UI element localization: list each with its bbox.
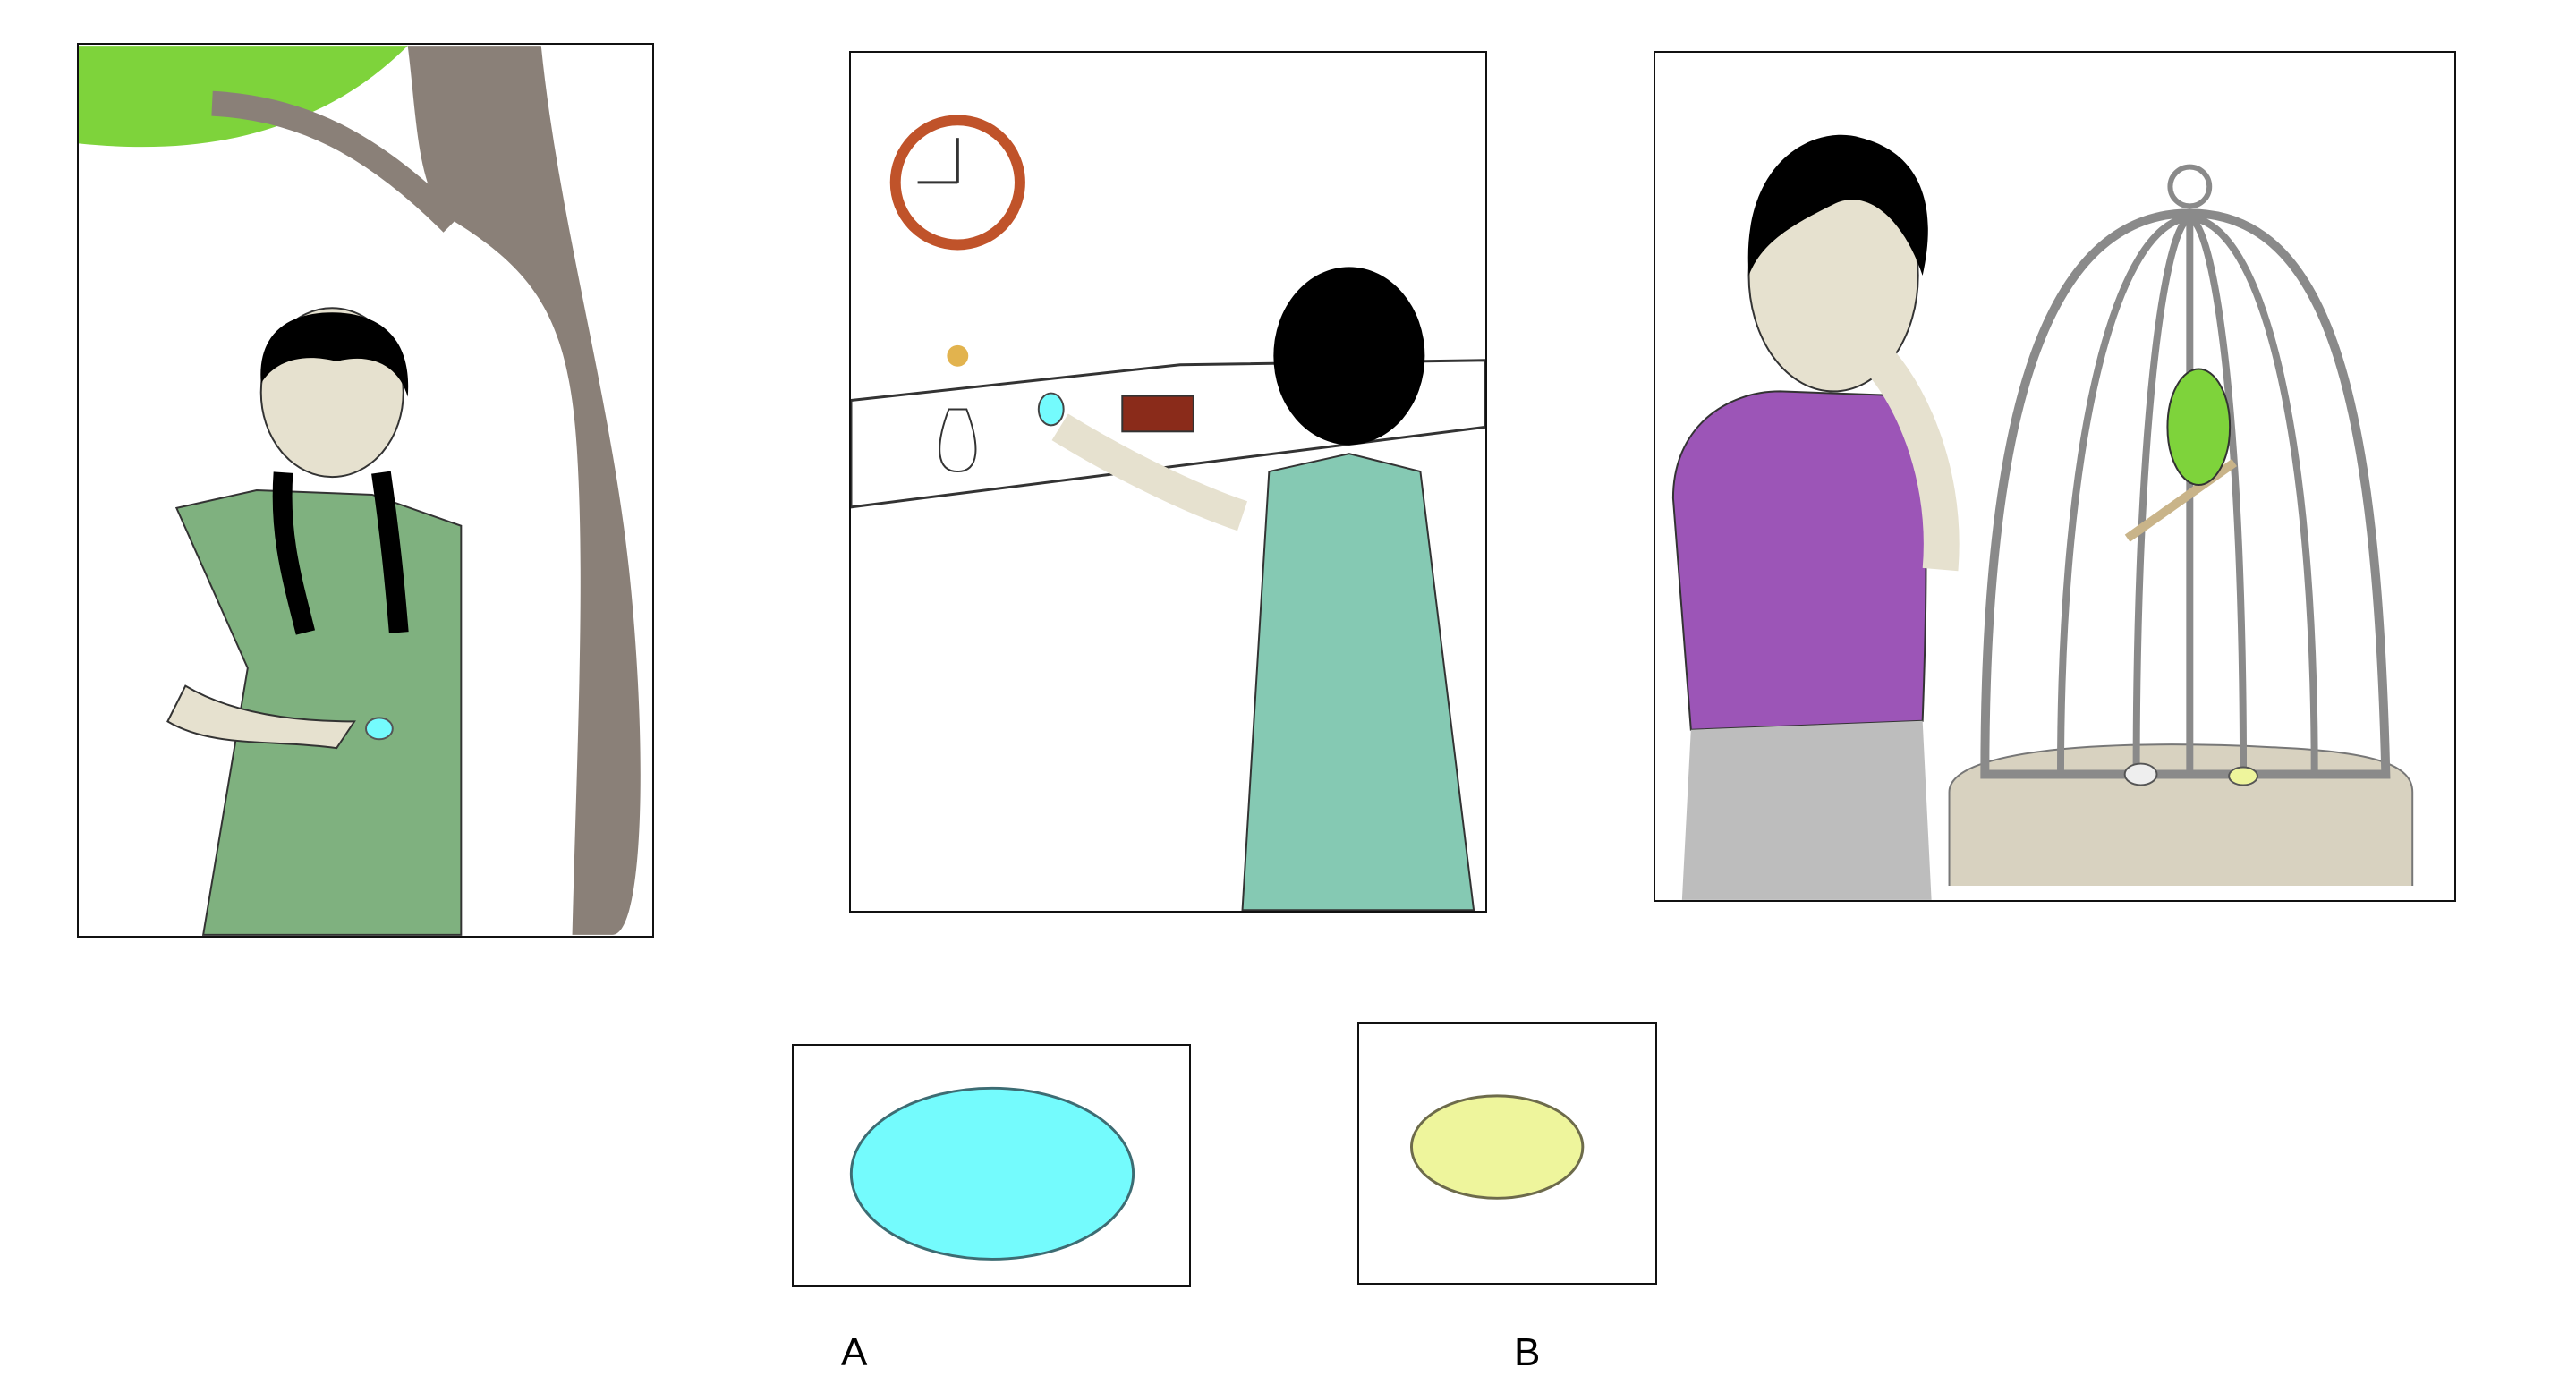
blue-egg-in-hand xyxy=(365,717,394,741)
girl-and-birdcage-illustration xyxy=(1671,134,2414,900)
round-table xyxy=(1948,743,2414,886)
tree-trunk xyxy=(407,46,641,935)
hand-on-chin xyxy=(1853,332,1960,572)
cage-ring xyxy=(2167,164,2213,209)
flower xyxy=(947,344,969,367)
blue-egg-on-table xyxy=(1037,392,1065,427)
story-panel-1 xyxy=(77,43,654,938)
cyan-egg xyxy=(849,1086,1135,1261)
teal-dress xyxy=(1241,453,1475,911)
flower-vase xyxy=(939,408,977,473)
cage-food-cup xyxy=(2123,762,2158,786)
girl-arms xyxy=(166,684,356,750)
story-panel-2 xyxy=(849,51,1487,913)
option-a-egg-drawing xyxy=(849,1086,1135,1261)
girl-hair xyxy=(260,312,409,397)
yellow-egg xyxy=(1409,1094,1585,1200)
red-book xyxy=(1121,395,1194,433)
girl-under-tree-illustration xyxy=(79,46,641,936)
option-b-label: B xyxy=(1514,1330,1541,1374)
gray-skirt xyxy=(1681,720,1932,900)
braid-left xyxy=(272,471,316,635)
option-b-box[interactable] xyxy=(1357,1022,1657,1285)
girl-hair xyxy=(1747,134,1928,276)
purple-shirt xyxy=(1671,390,1927,731)
option-a-label: A xyxy=(841,1330,868,1374)
girl-at-table-illustration xyxy=(851,115,1485,911)
option-a-box[interactable] xyxy=(792,1044,1191,1287)
green-parrot xyxy=(2166,368,2232,486)
birdcage xyxy=(1980,208,2391,779)
tree-branch xyxy=(211,90,462,233)
option-b-egg-drawing xyxy=(1409,1094,1585,1200)
braid-right xyxy=(371,471,409,633)
story-panel-3 xyxy=(1654,51,2456,902)
yellow-egg-in-cage xyxy=(2228,766,2258,786)
girl-head-back xyxy=(1273,267,1425,446)
reaching-arm xyxy=(1051,413,1248,531)
